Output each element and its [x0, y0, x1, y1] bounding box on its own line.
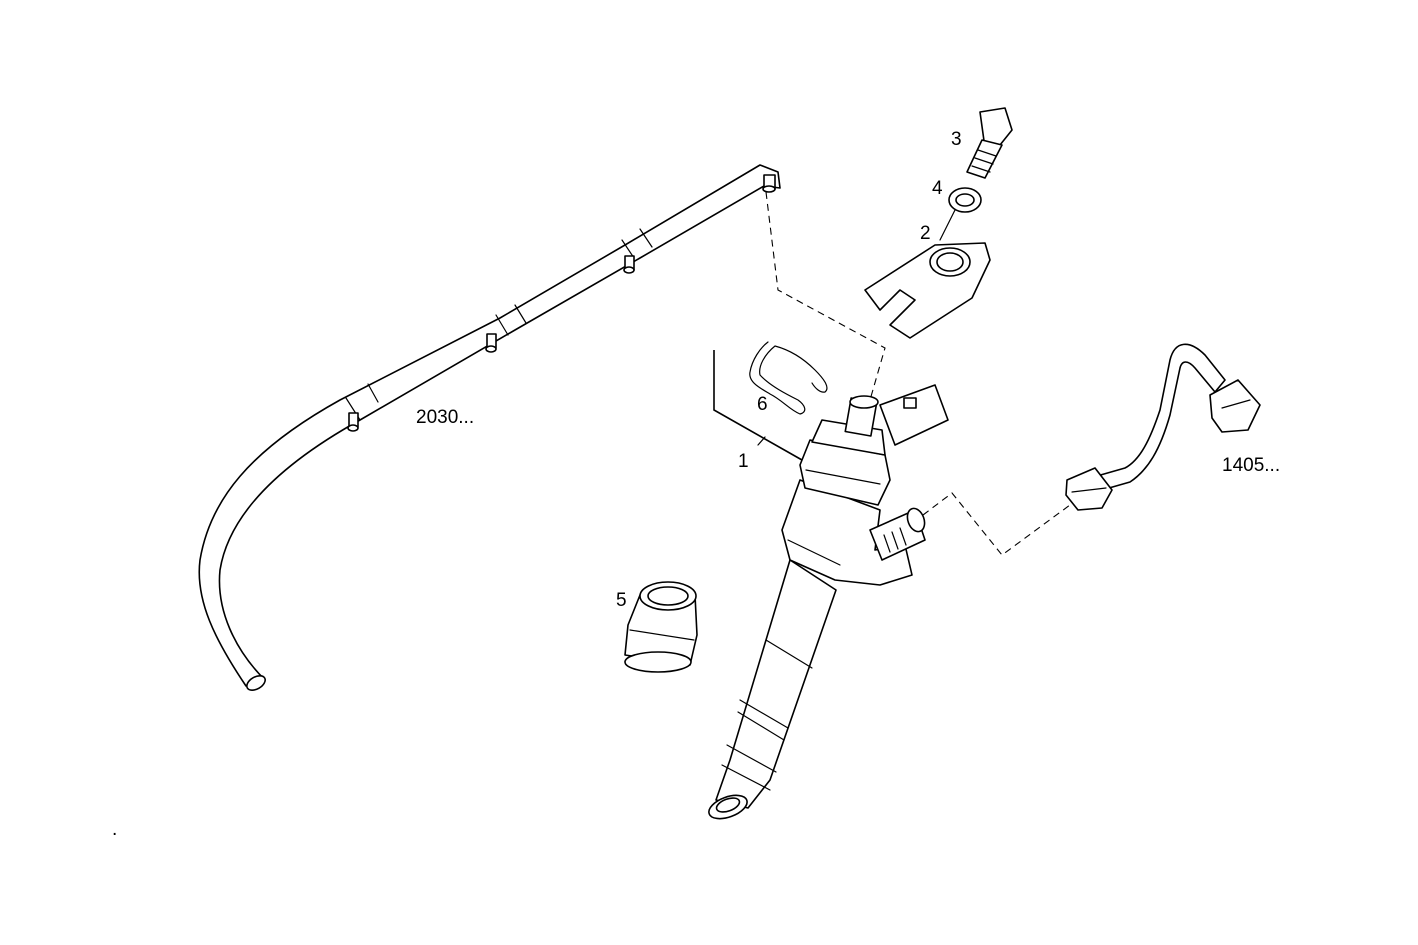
label-ref-pressure-pipe: 1405... — [1222, 455, 1280, 476]
label-part-4: 4 — [932, 178, 943, 199]
label-part-3: 3 — [951, 129, 962, 150]
fuel-return-hose — [198, 164, 781, 692]
fuel-injector — [708, 384, 949, 820]
sealing-washer — [948, 187, 982, 213]
connection-line-hose-to-injector — [765, 191, 886, 401]
clamp-bolt — [966, 107, 1013, 179]
injector-clamp — [864, 242, 991, 339]
leader-line-part-1 — [713, 350, 803, 461]
label-part-1: 1 — [738, 451, 749, 472]
leader-line-part-1-tick — [757, 436, 766, 446]
label-part-2: 2 — [920, 223, 931, 244]
stray-mark: . — [112, 819, 117, 840]
label-part-5: 5 — [616, 590, 627, 611]
high-pressure-pipe — [1065, 343, 1261, 511]
leader-line-part-2 — [939, 209, 956, 241]
label-part-6: 6 — [757, 394, 768, 415]
injector-seal-sleeve — [624, 581, 698, 673]
connection-line-pipe-to-injector — [922, 492, 1071, 556]
label-ref-return-line: 2030... — [416, 407, 474, 428]
retaining-clip — [749, 341, 828, 415]
